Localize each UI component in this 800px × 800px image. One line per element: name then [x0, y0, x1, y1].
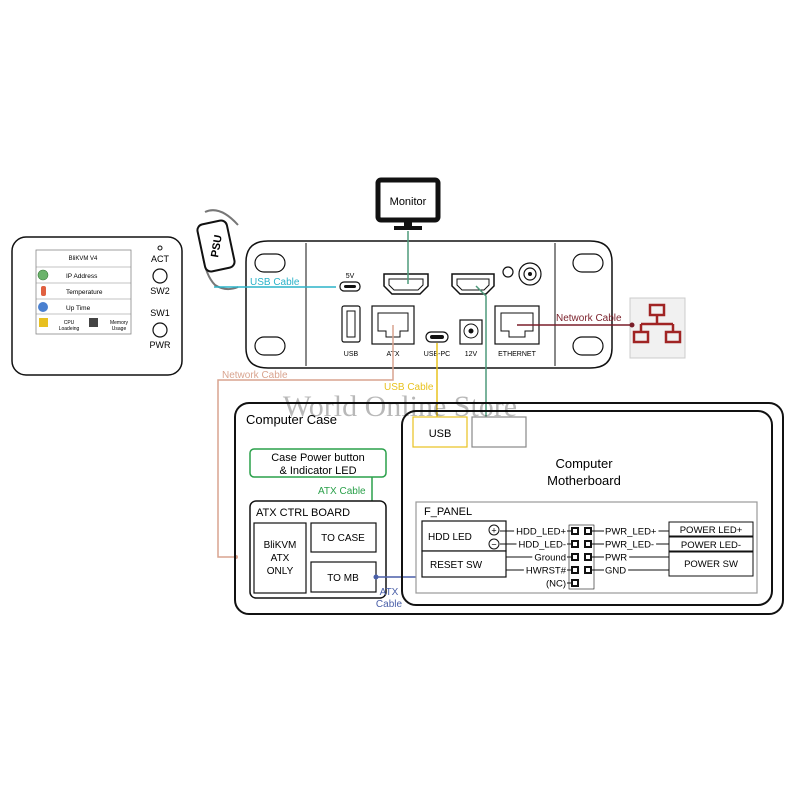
header-pin-hole: [586, 568, 590, 572]
port-label-5v: 5V: [346, 273, 355, 280]
motherboard-title-2: Motherboard: [547, 473, 621, 488]
atx-cable-mb-label-2: Cable: [376, 599, 403, 610]
header-pin-hole: [586, 555, 590, 559]
motherboard-usb-port: [412, 416, 468, 448]
case-power-button-box: [249, 448, 387, 478]
pin-label-left: HDD_LED+: [516, 527, 566, 538]
pin-label-right: GND: [605, 566, 626, 577]
minus-icon: [488, 538, 500, 550]
case-power-button-label-2: & Indicator LED: [279, 465, 356, 477]
power-led-minus-label: POWER LED-: [681, 540, 741, 551]
header-pin-hole: [573, 581, 577, 585]
motherboard-usb-label: USB: [429, 428, 452, 440]
motherboard-hdmi-port: [471, 416, 527, 448]
power-led-minus-box: [668, 536, 754, 552]
monitor-label: Monitor: [390, 196, 427, 208]
header-pin-hole: [586, 542, 590, 546]
port-label-12v: 12V: [465, 351, 478, 358]
atx-cable-case-label: ATX Cable: [318, 486, 366, 497]
port-label-usb: USB: [344, 351, 359, 358]
port-label-ethernet: ETHERNET: [498, 351, 536, 358]
sw2-label: SW2: [150, 286, 170, 296]
network-cable-right-label: Network Cable: [556, 313, 622, 324]
display-row-temperature: Temperature: [66, 289, 103, 296]
header-pin-hole: [573, 568, 577, 572]
ip-address-icon: [37, 269, 49, 281]
pin-label-left: HDD_LED-: [518, 540, 566, 551]
mount-slot-top-left: [254, 253, 286, 273]
computer-case: Computer Case Case Power button & Indica…: [234, 402, 784, 615]
display-row-uptime: Up Time: [66, 305, 91, 312]
power-led-plus-box: [668, 521, 754, 537]
blikvm-atx-only-box: [253, 522, 307, 594]
kvm-display-title: BliKVM V4: [69, 256, 98, 262]
sw1-button[interactable]: [152, 322, 168, 338]
network-cable-left-line: [217, 325, 394, 558]
case-power-button-label-1: Case Power button: [271, 452, 365, 464]
reset-sw-label: RESET SW: [430, 560, 483, 571]
pwr-label: PWR: [150, 340, 171, 350]
act-label: ACT: [151, 254, 170, 264]
kvm-device: 5V USB ATX USB-PC 12V ETHER: [245, 240, 613, 369]
pin-label-left: HWRST#: [526, 566, 567, 577]
to-case-box: [310, 522, 377, 553]
to-mb-label: TO MB: [327, 573, 359, 584]
pin-label-left: (NC): [546, 579, 566, 590]
blikvm-line-2: ATX: [271, 553, 290, 564]
cpu-icon: [39, 318, 48, 327]
f-panel-title: F_PANEL: [424, 506, 472, 518]
psu: PSU: [196, 209, 239, 291]
computer-case-title: Computer Case: [246, 412, 337, 427]
sw1-label: SW1: [150, 308, 170, 318]
psu-label: PSU: [209, 234, 225, 258]
mount-slot-bottom-right: [572, 336, 604, 356]
motherboard-title-1: Computer: [555, 456, 613, 471]
power-sw-box: [668, 551, 754, 577]
minus-sign: −: [491, 540, 496, 550]
port-hdmi-1[interactable]: [383, 273, 429, 295]
header-pin-hole: [573, 542, 577, 546]
memory-icon: [89, 318, 98, 327]
usb-cable-label: USB Cable: [250, 277, 300, 288]
kvm-display-panel: BliKVM V4 IP Address Temperature Up Time…: [11, 236, 183, 376]
reset-sw-box: [421, 550, 507, 578]
power-led-plus-label: POWER LED+: [680, 525, 743, 536]
atx-ctrl-title: ATX CTRL BOARD: [256, 507, 350, 519]
header-pin-hole: [586, 529, 590, 533]
usb-pc-cable-label: USB Cable: [384, 382, 434, 393]
atx-cable-mb-label-1: ATX: [380, 587, 399, 598]
pin-label-right: PWR: [605, 553, 627, 564]
header-pin-hole: [573, 555, 577, 559]
watermark: World Online Store: [283, 390, 517, 423]
hdd-led-label: HDD LED: [428, 532, 472, 543]
monitor: Monitor: [375, 177, 441, 230]
port-hdmi-2[interactable]: [451, 273, 495, 295]
display-row-ip: IP Address: [66, 273, 98, 280]
blikvm-line-3: ONLY: [267, 566, 294, 577]
sw2-button[interactable]: [152, 268, 168, 284]
power-sw-label: POWER SW: [684, 559, 738, 570]
hdmi-motherboard-cable: [475, 285, 487, 420]
network-switch-icon: [629, 297, 686, 359]
mount-slot-top-right: [572, 253, 604, 273]
plus-sign: +: [491, 526, 496, 536]
network-cable-left-label: Network Cable: [222, 370, 288, 381]
pin-label-right: PWR_LED-: [605, 540, 654, 551]
clock-icon: [38, 302, 48, 312]
pin-label-left: Ground: [534, 553, 566, 564]
header-pin-hole: [573, 529, 577, 533]
plus-icon: [488, 524, 500, 536]
round-port: [502, 266, 514, 278]
to-case-label: TO CASE: [321, 533, 365, 544]
mount-slot-bottom-left: [254, 336, 286, 356]
pin-label-right: PWR_LED+: [605, 527, 657, 538]
blikvm-line-1: BliKVM: [264, 540, 297, 551]
motherboard: [401, 410, 773, 606]
temperature-icon: [41, 286, 46, 296]
header-outline: [568, 524, 595, 590]
